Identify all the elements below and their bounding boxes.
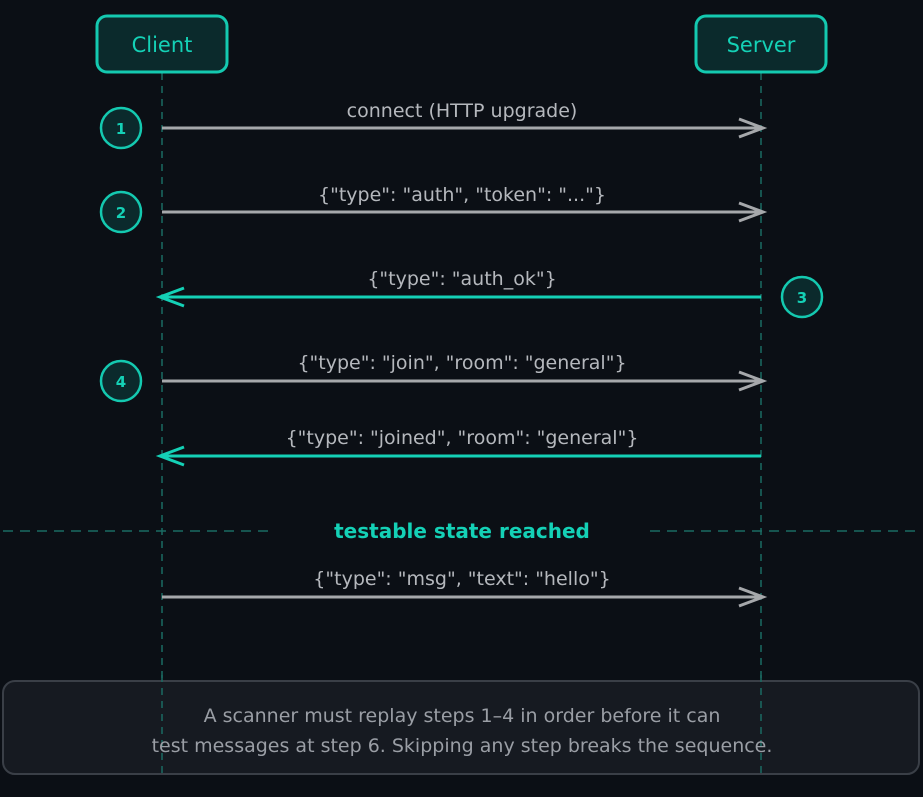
step-badge <box>780 275 824 319</box>
message-label: {"type": "auth_ok"} <box>367 268 556 290</box>
message-connect: connect (HTTP upgrade) 1 <box>99 100 768 150</box>
arrowhead-right-icon <box>738 117 768 139</box>
step-number: 2 <box>116 204 126 222</box>
step-number: 3 <box>797 289 807 307</box>
step-badge <box>99 359 143 403</box>
message-join: {"type": "join", "room": "general"} 4 <box>99 352 768 403</box>
note-line-2: test messages at step 6. Skipping any st… <box>152 735 773 757</box>
note-box <box>2 680 920 775</box>
explanation-note: A scanner must replay steps 1–4 in order… <box>2 675 920 775</box>
message-label: {"type": "auth", "token": "..."} <box>318 184 606 206</box>
arrowhead-right-icon <box>738 586 768 608</box>
arrowhead-left-icon <box>155 445 185 467</box>
message-label: connect (HTTP upgrade) <box>347 100 578 122</box>
arrowhead-right-icon <box>738 370 768 392</box>
step-badge <box>99 106 143 150</box>
server-box <box>694 14 828 74</box>
message-auth-ok: {"type": "auth_ok"} 3 <box>155 268 824 319</box>
note-line-1: A scanner must replay steps 1–4 in order… <box>204 705 721 727</box>
step-number: 4 <box>116 373 126 391</box>
client-label: Client <box>132 33 193 57</box>
testable-state-divider: testable state reached <box>3 519 920 543</box>
message-label: {"type": "msg", "text": "hello"} <box>313 568 610 590</box>
arrowhead-right-icon <box>738 201 768 223</box>
message-label: {"type": "join", "room": "general"} <box>297 352 626 374</box>
message-msg: {"type": "msg", "text": "hello"} <box>162 568 768 608</box>
divider-label: testable state reached <box>334 519 590 543</box>
participant-server: Server <box>694 14 828 74</box>
message-auth: {"type": "auth", "token": "..."} 2 <box>99 184 768 234</box>
client-box <box>95 14 229 74</box>
participant-client: Client <box>95 14 229 74</box>
arrowhead-left-icon <box>155 286 185 308</box>
message-joined: {"type": "joined", "room": "general"} <box>155 427 761 467</box>
message-label: {"type": "joined", "room": "general"} <box>286 427 639 449</box>
server-label: Server <box>727 33 796 57</box>
step-number: 1 <box>116 120 126 138</box>
step-badge <box>99 190 143 234</box>
